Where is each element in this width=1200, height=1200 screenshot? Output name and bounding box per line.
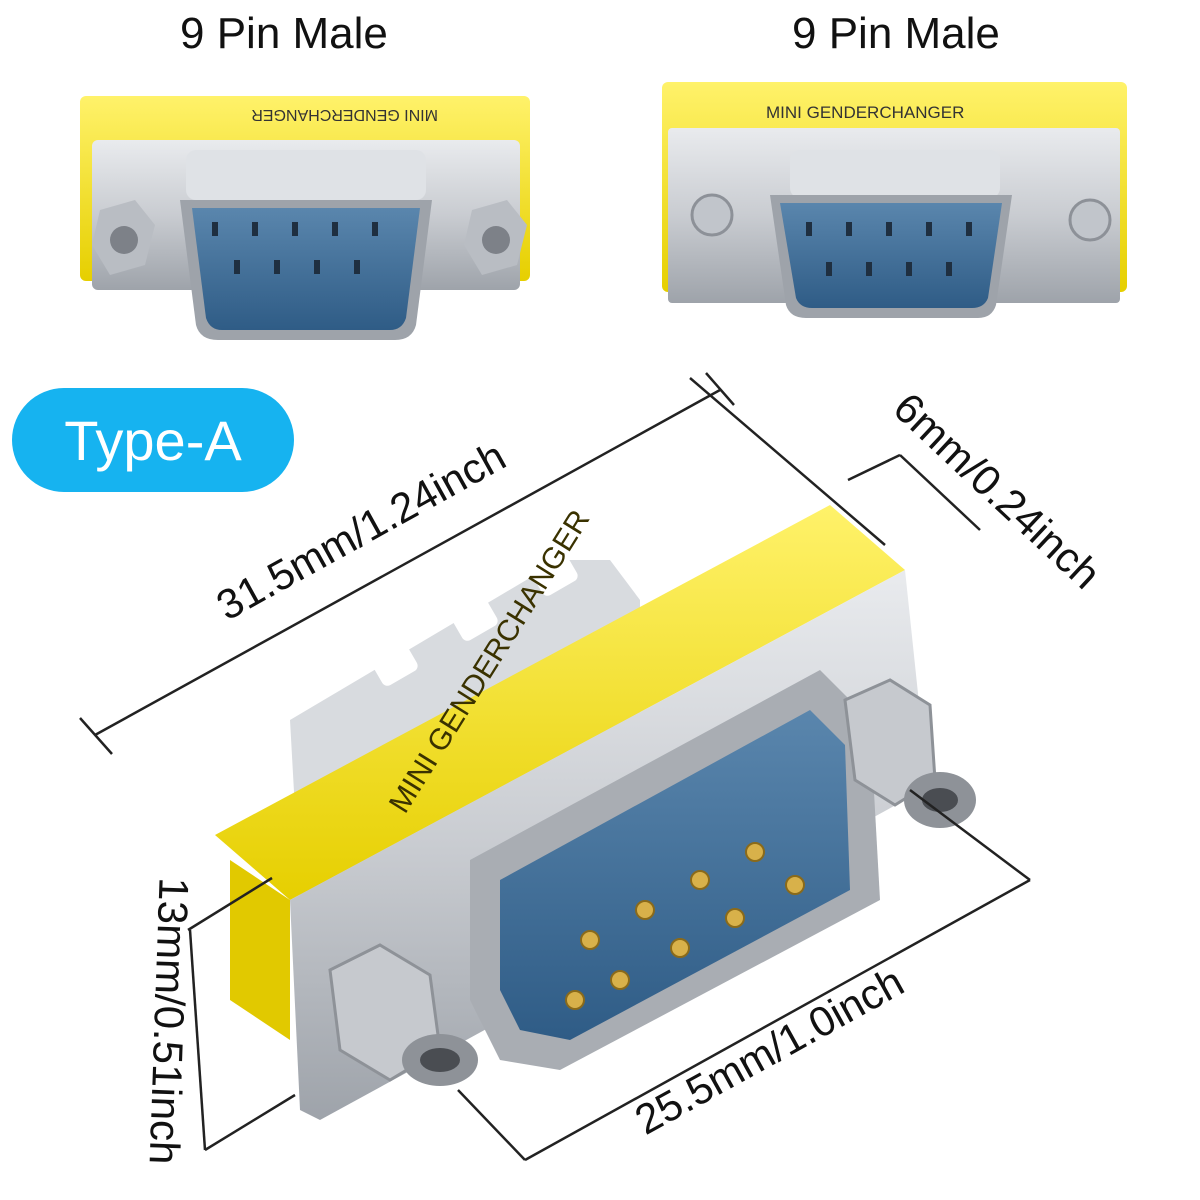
main-connector	[215, 505, 976, 1120]
top-right-stamp: MINI GENDERCHANGER	[766, 103, 964, 122]
left-product-title: 9 Pin Male	[180, 9, 388, 58]
top-left-connector	[80, 96, 530, 340]
right-product-title: 9 Pin Male	[792, 9, 1000, 58]
dimension-lines	[79, 372, 1031, 1162]
top-right-connector	[662, 82, 1127, 318]
type-a-badge: Type-A	[12, 388, 294, 492]
top-left-stamp: MINI GENDERCHANGER	[251, 106, 438, 123]
height-dimension-label: 13mm/0.51inch	[140, 876, 198, 1166]
